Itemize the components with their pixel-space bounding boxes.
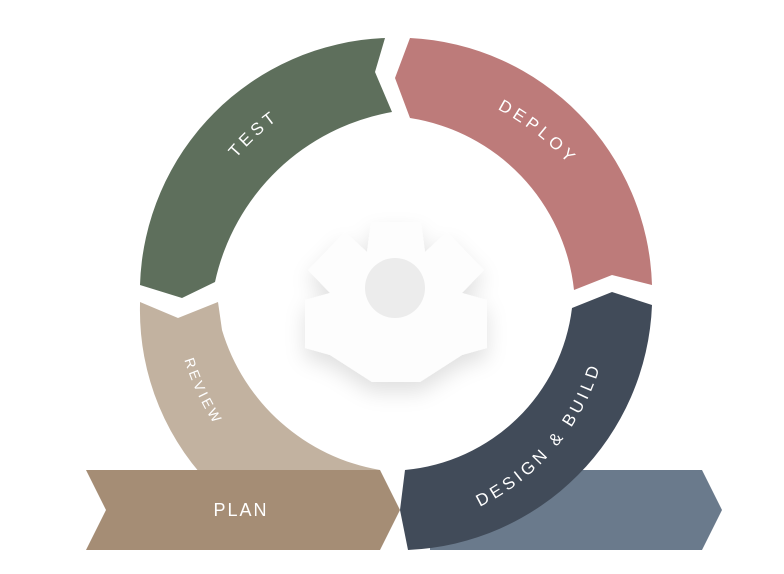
- plan-arrow: [86, 470, 400, 550]
- gear-hub: [365, 258, 425, 318]
- review-segment: [139, 302, 380, 492]
- test-segment: [140, 38, 392, 298]
- deploy-segment: [395, 38, 652, 290]
- plan-label: PLAN: [213, 500, 268, 520]
- design-build-segment: [400, 292, 652, 550]
